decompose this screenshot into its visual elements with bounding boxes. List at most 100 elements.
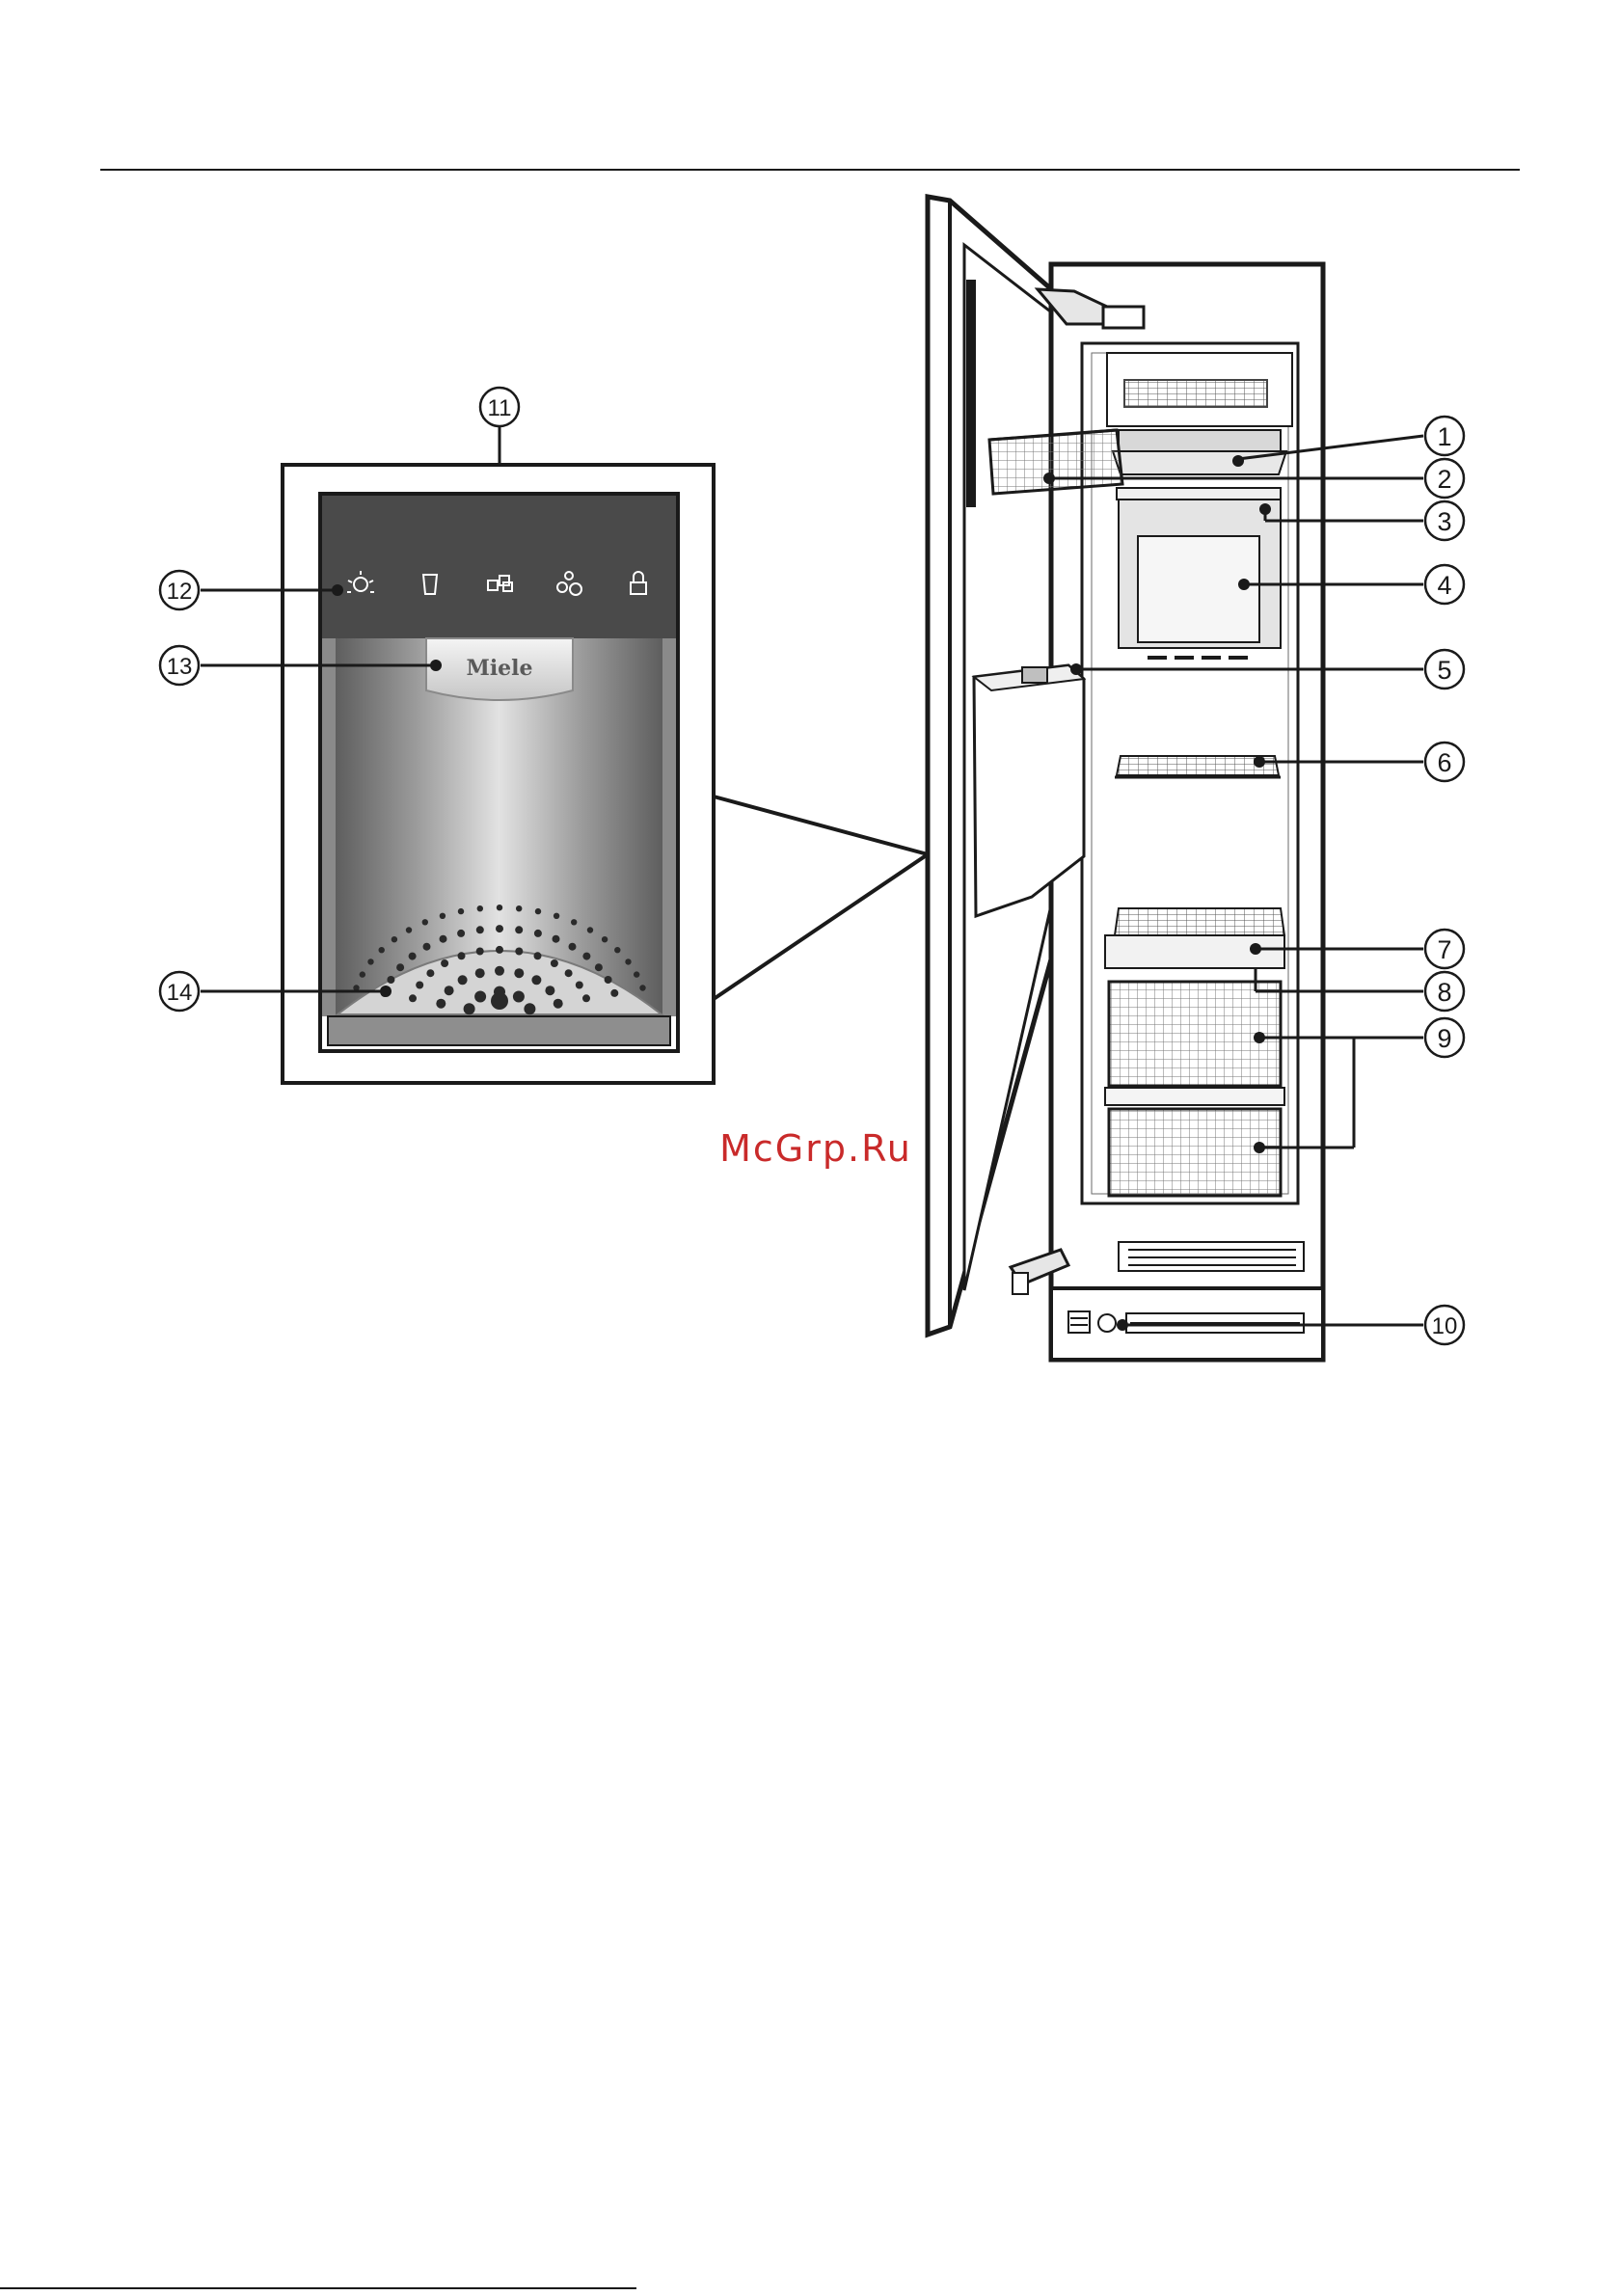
tray-hole xyxy=(477,905,483,911)
callout-5: 5 xyxy=(1425,650,1464,689)
tray-hole xyxy=(554,913,559,919)
tray-hole xyxy=(476,926,484,933)
tray-hole xyxy=(582,953,590,960)
tray-hole xyxy=(496,925,503,932)
tray-hole xyxy=(514,968,524,978)
tray-hole xyxy=(387,976,394,984)
tray-hole xyxy=(445,986,454,995)
callout-10: 10 xyxy=(1425,1306,1464,1344)
tray-hole xyxy=(409,953,417,960)
callout-2: 2 xyxy=(1425,459,1464,498)
tray-hole xyxy=(409,994,417,1002)
tray-hole xyxy=(605,976,612,984)
glass-shelf[interactable] xyxy=(1117,756,1279,775)
tray-hole xyxy=(516,905,522,911)
basket-rim-upper xyxy=(1105,1088,1284,1105)
tray-hole xyxy=(569,943,577,951)
lower-basket[interactable] xyxy=(1109,1109,1281,1196)
tray-hole xyxy=(360,971,365,977)
tray-hole xyxy=(495,966,504,976)
door-dispenser-button[interactable] xyxy=(1022,667,1047,683)
tray-hole xyxy=(458,908,464,914)
tray-hole xyxy=(534,952,542,959)
base-switch[interactable] xyxy=(1068,1311,1090,1333)
tray-hole xyxy=(474,991,486,1003)
zoom-line-bottom xyxy=(714,854,928,999)
svg-text:7: 7 xyxy=(1437,935,1451,964)
tray-hole xyxy=(406,927,412,932)
svg-text:5: 5 xyxy=(1437,656,1451,685)
svg-text:4: 4 xyxy=(1437,571,1451,600)
tray-hole xyxy=(441,959,448,967)
brand-logo: Miele xyxy=(466,656,532,681)
tray-hole xyxy=(614,947,620,953)
tray-hole xyxy=(426,969,434,977)
tray-hole xyxy=(497,905,502,910)
tray-hole xyxy=(458,952,466,959)
tray-hole xyxy=(422,919,428,925)
tray-hole xyxy=(392,936,397,942)
top-vent-grille xyxy=(1124,380,1267,407)
door-gasket xyxy=(966,280,976,507)
tray-hole xyxy=(587,927,593,932)
tray-hole xyxy=(531,975,541,985)
tray-hole xyxy=(534,930,542,937)
svg-text:13: 13 xyxy=(167,654,193,680)
tray-hole xyxy=(639,985,645,990)
callout-11: 11 xyxy=(480,388,519,426)
tray-hole xyxy=(396,963,404,971)
tray-hole xyxy=(610,989,618,997)
tray-hole xyxy=(464,1003,475,1014)
callout-7: 7 xyxy=(1425,930,1464,968)
drawer-glass-lid[interactable] xyxy=(1115,908,1284,935)
ice-maker-tray[interactable] xyxy=(1113,451,1286,474)
tray-hole xyxy=(496,946,503,954)
callout-12: 12 xyxy=(160,571,199,609)
tray-hole xyxy=(554,999,563,1009)
tray-hole xyxy=(416,982,423,989)
tray-hole xyxy=(634,971,639,977)
ice-container-lid xyxy=(1117,488,1281,500)
cavity-right-wall xyxy=(662,638,676,1016)
callout-14: 14 xyxy=(160,972,199,1011)
svg-text:14: 14 xyxy=(167,980,193,1006)
watermark: McGrp.Ru xyxy=(719,1127,912,1170)
tray-hole xyxy=(553,935,560,943)
tray-hole xyxy=(436,999,446,1009)
tray-hole xyxy=(423,943,431,951)
svg-text:10: 10 xyxy=(1432,1313,1458,1339)
svg-text:6: 6 xyxy=(1437,748,1451,777)
tray-hole xyxy=(602,936,608,942)
tray-hole xyxy=(367,959,373,964)
tray-hole xyxy=(565,969,573,977)
svg-text:11: 11 xyxy=(488,395,512,421)
tray-hole xyxy=(582,994,590,1002)
tray-hole xyxy=(475,968,485,978)
tray-hole xyxy=(476,948,484,956)
base-connector xyxy=(1098,1314,1116,1332)
tray-hole xyxy=(551,959,558,967)
cavity-left-wall xyxy=(322,638,336,1016)
callout-6: 6 xyxy=(1425,743,1464,781)
svg-text:12: 12 xyxy=(167,579,193,605)
svg-text:9: 9 xyxy=(1437,1024,1451,1053)
callout-9: 9 xyxy=(1425,1018,1464,1057)
bottom-hinge-bracket xyxy=(1013,1273,1028,1294)
tray-hole xyxy=(535,908,541,914)
callout-3: 3 xyxy=(1425,501,1464,540)
tray-hole xyxy=(457,930,465,937)
tray-hole xyxy=(379,947,385,953)
tray-drain-hole xyxy=(491,992,508,1010)
tray-hole xyxy=(571,919,577,925)
tray-hole xyxy=(545,986,554,995)
svg-text:1: 1 xyxy=(1437,422,1451,451)
callout-1: 1 xyxy=(1425,417,1464,455)
tray-hole xyxy=(515,926,523,933)
tray-hole xyxy=(458,975,468,985)
upper-basket[interactable] xyxy=(1109,982,1281,1086)
tray-hole xyxy=(625,959,631,964)
tray-hole xyxy=(524,1003,535,1014)
tray-hole xyxy=(595,963,603,971)
tray-hole xyxy=(513,991,525,1003)
